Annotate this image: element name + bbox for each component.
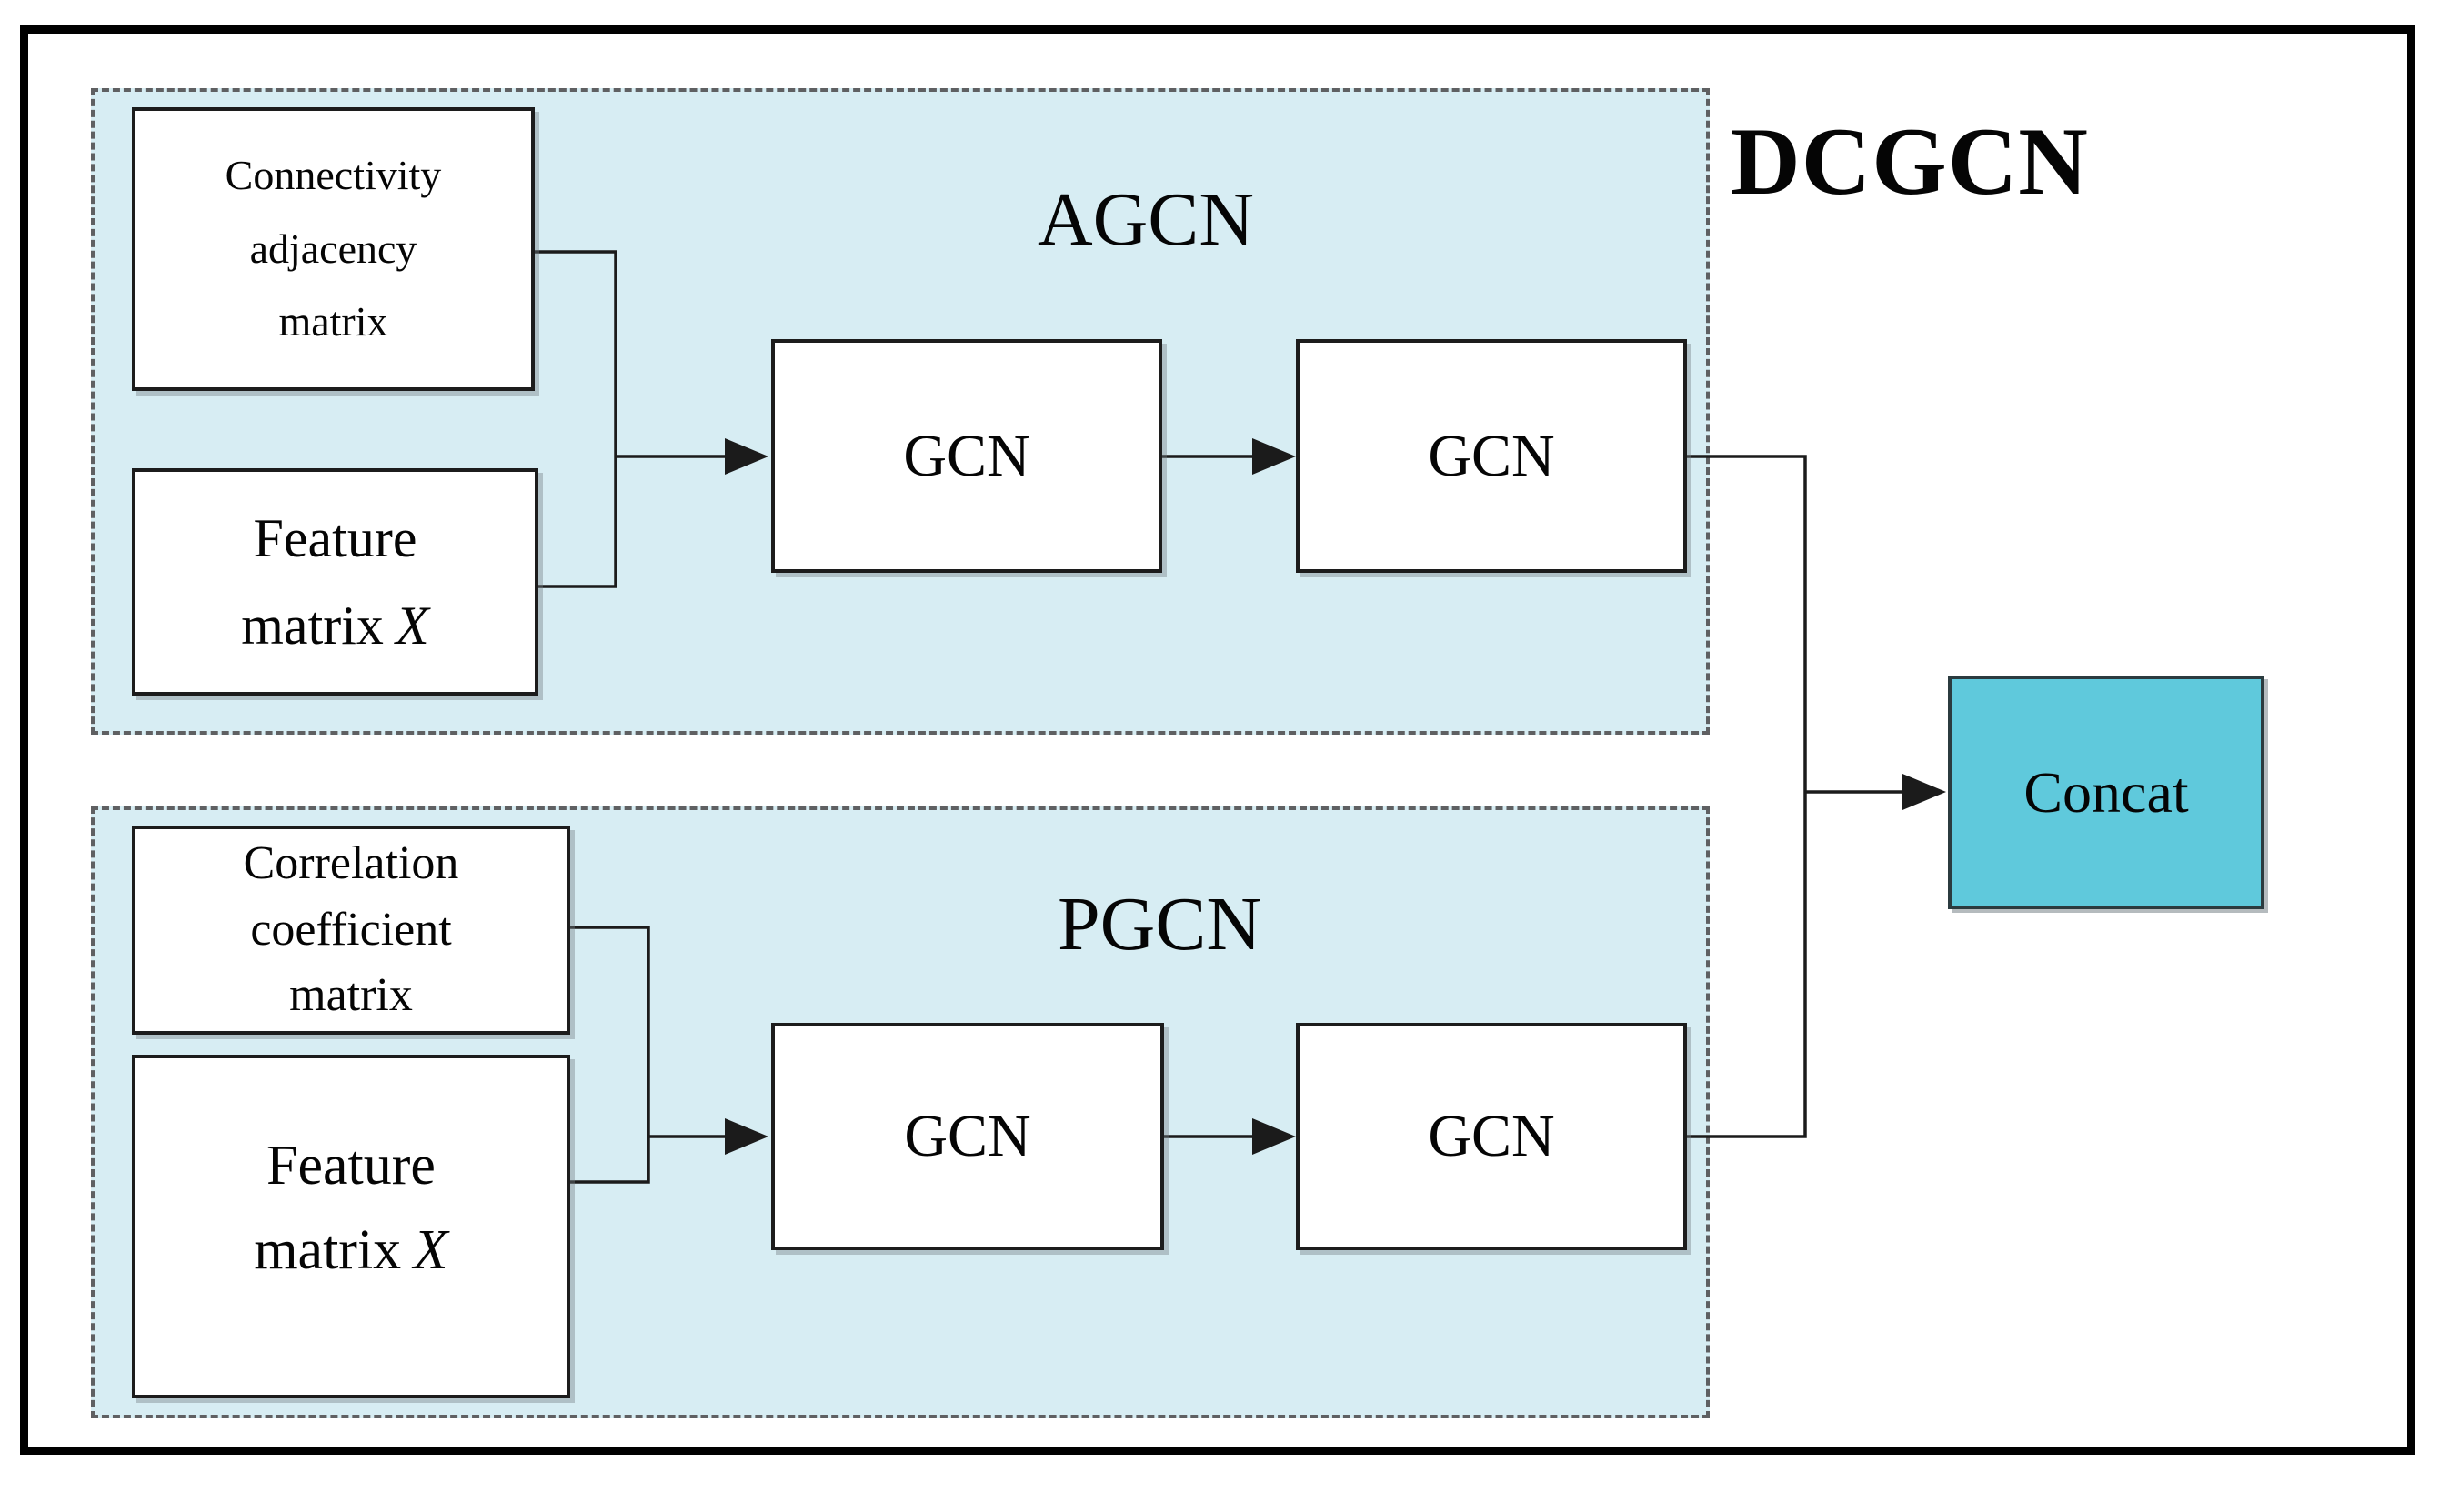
feature-line-1: Feature	[253, 508, 417, 568]
outer-frame	[20, 25, 2415, 1455]
agcn-gcn-box-2: GCN	[1296, 339, 1687, 573]
diagram-title: DCGCN	[1731, 108, 2089, 215]
correlation-line-3: matrix	[289, 969, 413, 1022]
gcn-label: GCN	[904, 1103, 1031, 1169]
connectivity-adjacency-matrix-box: Connectivity adjacency matrix	[132, 107, 535, 391]
concat-label: Concat	[2023, 759, 2189, 825]
connectivity-line-3: matrix	[278, 298, 388, 345]
pgcn-region-label: PGCN	[1057, 882, 1262, 966]
gcn-label: GCN	[1428, 1103, 1555, 1169]
feature-matrix-variable: X	[396, 596, 429, 656]
correlation-line-2: coefficient	[250, 903, 452, 956]
feature-line-1: Feature	[266, 1135, 436, 1197]
pgcn-gcn-box-2: GCN	[1296, 1023, 1687, 1250]
agcn-gcn-box-1: GCN	[771, 339, 1162, 573]
connectivity-line-2: adjacency	[249, 225, 417, 272]
correlation-line-1: Correlation	[243, 836, 459, 889]
feature-matrix-variable: X	[413, 1219, 448, 1281]
connectivity-line-1: Connectivity	[225, 152, 442, 199]
feature-line-2-text: matrix	[241, 596, 384, 656]
concat-box: Concat	[1948, 676, 2264, 909]
feature-line-2-text: matrix	[254, 1219, 402, 1281]
gcn-label: GCN	[903, 422, 1030, 489]
gcn-label: GCN	[1428, 422, 1555, 489]
pgcn-gcn-box-1: GCN	[771, 1023, 1164, 1250]
agcn-region-label: AGCN	[1037, 177, 1254, 262]
correlation-coefficient-matrix-box: Correlation coefficient matrix	[132, 826, 570, 1035]
